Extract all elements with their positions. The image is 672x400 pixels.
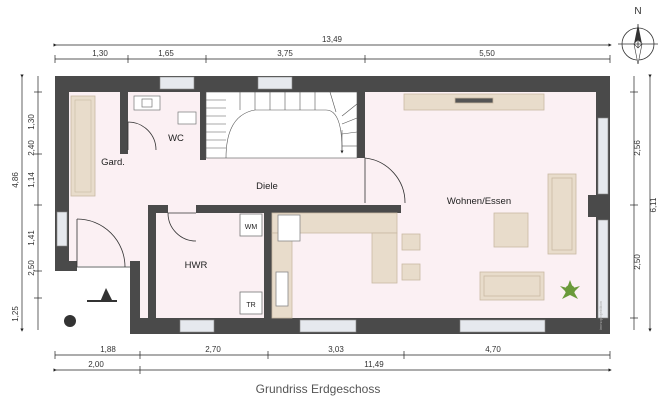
dim-left-2: 1,30 [27, 114, 36, 130]
dim-left-total: 4,86 [11, 172, 20, 188]
dim-bottom-4: 4,70 [485, 345, 501, 354]
dim-right-2: 2,50 [633, 254, 642, 270]
dim-top-2: 1,65 [158, 49, 174, 58]
plan-caption: Grundriss Erdgeschoss [256, 382, 381, 396]
dim-bottom-total-2: 11,49 [364, 360, 384, 369]
dining-sofa [479, 173, 577, 301]
staircase [205, 91, 358, 159]
dim-left-6: 1,25 [11, 306, 20, 322]
wc-fixtures [133, 95, 197, 125]
dim-right-1: 2,56 [633, 140, 642, 156]
room-label-gard: Gard. [101, 157, 125, 168]
room-label-wc: WC [168, 133, 184, 144]
dim-left-5: 2,50 [27, 260, 36, 276]
room-label-diele: Diele [256, 181, 278, 192]
windows [56, 76, 609, 333]
dim-left-3: 1,14 [27, 172, 36, 188]
sideboard [403, 93, 545, 111]
dim-top-total: 13,49 [322, 35, 343, 44]
dim-bottom-2: 2,70 [205, 345, 221, 354]
plant-icon [560, 280, 580, 299]
dim-top-1: 1,30 [92, 49, 108, 58]
watermark: immoprojektikon [598, 301, 603, 330]
dim-bottom-1: 1,88 [100, 345, 116, 354]
wardrobe [70, 95, 96, 197]
room-label-wohnen: Wohnen/Essen [447, 196, 511, 207]
dim-left-4: 1,41 [27, 230, 36, 246]
kitchen [271, 212, 421, 319]
dim-right-total: 6,11 [649, 197, 658, 213]
dim-bottom-3: 3,03 [328, 345, 344, 354]
entrance [64, 288, 117, 327]
compass-icon: N [618, 6, 658, 65]
dimension-lines [20, 43, 652, 374]
dim-top-4: 5,50 [479, 49, 495, 58]
tr-label: TR [246, 302, 255, 309]
dim-bottom-total-1: 2,00 [88, 360, 104, 369]
compass-north-label: N [634, 6, 641, 17]
room-label-hwr: HWR [185, 260, 208, 271]
dim-top-3: 3,75 [277, 49, 293, 58]
wm-label: WM [245, 224, 258, 231]
dim-left-1: 2,40 [27, 140, 36, 156]
doors [76, 121, 406, 268]
hwr-appliances: WM TR [239, 213, 263, 315]
